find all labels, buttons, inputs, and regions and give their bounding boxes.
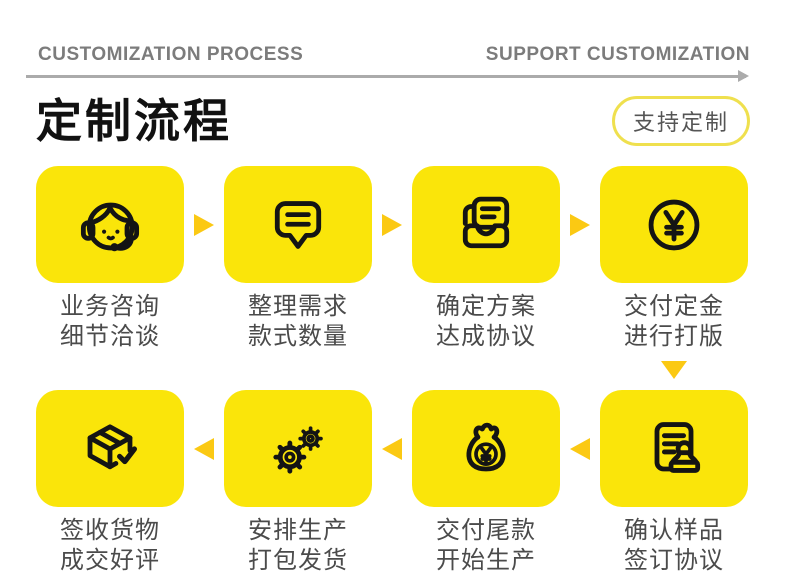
header-labels: CUSTOMIZATION PROCESS SUPPORT CUSTOMIZAT… <box>0 0 790 66</box>
flow-arrow-right-3-icon <box>570 214 590 236</box>
coin-yuan-icon <box>648 199 700 250</box>
step-1-caption-line2: 细节洽谈 <box>60 323 160 350</box>
step-4: 交付定金 进行打版 <box>600 166 748 352</box>
step-1-caption-line1: 业务咨询 <box>60 293 160 320</box>
step-6-caption: 交付尾款 开始生产 <box>412 516 560 576</box>
step-3-caption-line1: 确定方案 <box>436 293 536 320</box>
step-2-caption: 整理需求 款式数量 <box>224 292 372 352</box>
step-2-caption-line1: 整理需求 <box>248 293 348 320</box>
flow-arrow-right-2-icon <box>382 214 402 236</box>
flow-arrow-left-1-icon <box>194 438 214 460</box>
step-3-caption-line2: 达成协议 <box>436 323 536 350</box>
page-title: 定制流程 <box>36 95 232 147</box>
step-8-tile <box>36 390 184 507</box>
step-2-caption-line2: 款式数量 <box>248 323 348 350</box>
step-7-tile <box>224 390 372 507</box>
step-3: 确定方案 达成协议 <box>412 166 560 352</box>
header-arrow-line <box>26 70 749 82</box>
step-5-caption: 确认样品 签订协议 <box>600 516 748 576</box>
chat-bubble-icon <box>274 200 322 249</box>
document-tray-icon <box>462 196 510 248</box>
contract-stamp-icon <box>654 421 701 473</box>
gears-icon <box>273 425 323 474</box>
flow-row-2: 签收货物 成交好评 <box>0 390 790 576</box>
step-1: 业务咨询 细节洽谈 <box>36 166 184 352</box>
step-3-tile <box>412 166 560 283</box>
header-right-label: SUPPORT CUSTOMIZATION <box>485 44 750 65</box>
step-6-caption-line2: 开始生产 <box>436 547 536 574</box>
step-7-caption-line1: 安排生产 <box>248 517 348 544</box>
flow-arrow-down-icon <box>661 361 687 379</box>
step-7-caption-line2: 打包发货 <box>248 547 348 574</box>
step-2: 整理需求 款式数量 <box>224 166 372 352</box>
right-arrowhead-icon <box>738 70 749 82</box>
title-row: 定制流程 支持定制 <box>36 95 750 147</box>
step-2-tile <box>224 166 372 283</box>
step-6-caption-line1: 交付尾款 <box>436 517 536 544</box>
step-5-caption-line1: 确认样品 <box>624 517 724 544</box>
step-8-caption-line1: 签收货物 <box>60 517 160 544</box>
flow-turn-band <box>0 352 790 390</box>
step-6: 交付尾款 开始生产 <box>412 390 560 576</box>
step-4-caption-line2: 进行打版 <box>624 323 724 350</box>
support-customization-badge: 支持定制 <box>611 96 750 146</box>
support-agent-icon <box>80 202 140 251</box>
step-6-tile <box>412 390 560 507</box>
step-7: 安排生产 打包发货 <box>224 390 372 576</box>
step-8-caption: 签收货物 成交好评 <box>36 516 184 576</box>
step-1-caption: 业务咨询 细节洽谈 <box>36 292 184 352</box>
step-4-caption: 交付定金 进行打版 <box>600 292 748 352</box>
flow-arrow-left-2-icon <box>382 438 402 460</box>
money-bag-icon <box>466 422 506 471</box>
step-1-tile <box>36 166 184 283</box>
header-left-label: CUSTOMIZATION PROCESS <box>38 44 304 65</box>
flow-arrow-left-3-icon <box>570 438 590 460</box>
step-3-caption: 确定方案 达成协议 <box>412 292 560 352</box>
step-5-caption-line2: 签订协议 <box>624 547 724 574</box>
step-7-caption: 安排生产 打包发货 <box>224 516 372 576</box>
step-5-tile <box>600 390 748 507</box>
step-8-caption-line2: 成交好评 <box>60 547 160 574</box>
page-header: CUSTOMIZATION PROCESS SUPPORT CUSTOMIZAT… <box>0 0 790 82</box>
flow-arrow-right-1-icon <box>194 214 214 236</box>
step-4-tile <box>600 166 748 283</box>
step-5: 确认样品 签订协议 <box>600 390 748 576</box>
step-4-caption-line1: 交付定金 <box>624 293 724 320</box>
process-flow: 业务咨询 细节洽谈 整理需求 款式数量 <box>0 166 790 576</box>
flow-row-1: 业务咨询 细节洽谈 整理需求 款式数量 <box>0 166 790 352</box>
step-8: 签收货物 成交好评 <box>36 390 184 576</box>
package-check-icon <box>87 423 138 469</box>
